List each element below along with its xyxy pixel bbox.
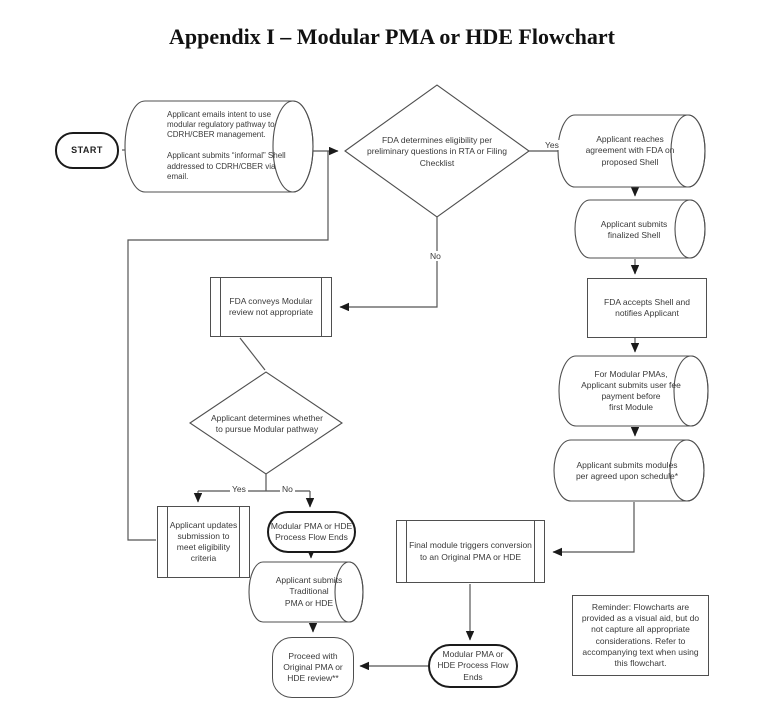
node-flow-ends-bottom: Modular PMA or HDE Process Flow Ends xyxy=(428,644,518,688)
cylinder-finalized-shell xyxy=(574,199,706,259)
cylinder-user-fee xyxy=(558,355,709,427)
node-updates-submission: Applicant updates submission to meet eli… xyxy=(157,506,250,578)
connectors xyxy=(122,145,640,671)
edge-label-no-pursue: No xyxy=(280,484,295,494)
edge-label-yes-pursue: Yes xyxy=(230,484,248,494)
connector-not-appropriate-to-pursue xyxy=(239,337,266,371)
node-final-module-text: Final module triggers conversion to an O… xyxy=(409,540,532,562)
predef-line-icon xyxy=(321,278,322,336)
node-fda-accepts: FDA accepts Shell and notifies Applicant xyxy=(587,278,707,338)
predef-line-icon xyxy=(220,278,221,336)
start-label: START xyxy=(71,144,103,155)
node-not-appropriate-text: FDA conveys Modular review not appropria… xyxy=(228,295,314,317)
node-pursue-decision-text: Applicant determines whether to pursue M… xyxy=(211,412,323,434)
node-reminder: Reminder: Flowcharts are provided as a v… xyxy=(572,595,709,676)
edge-label-yes-eligibility: Yes xyxy=(543,140,561,150)
cylinder-traditional xyxy=(248,561,364,623)
predef-line-icon xyxy=(406,521,407,582)
predef-line-icon xyxy=(167,507,168,577)
edge-label-no-eligibility: No xyxy=(428,251,443,261)
node-start: START xyxy=(55,132,119,169)
diamond-pursue-decision xyxy=(189,371,343,475)
node-eligibility-decision-text: FDA determines eligibility per prelimina… xyxy=(367,135,507,168)
node-traditional-text: Applicant submits Traditional PMA or HDE xyxy=(275,575,343,608)
node-final-module: Final module triggers conversion to an O… xyxy=(396,520,545,583)
predef-line-icon xyxy=(534,521,535,582)
cylinder-submit-modules xyxy=(553,439,705,502)
node-finalized-shell-text: Applicant submits finalized Shell xyxy=(600,218,668,240)
connector-modules-to-final-module xyxy=(552,502,635,557)
predef-line-icon xyxy=(239,507,240,577)
node-not-appropriate: FDA conveys Modular review not appropria… xyxy=(210,277,332,337)
node-user-fee-text: For Modular PMAs, Applicant submits user… xyxy=(581,368,681,413)
page-title: Appendix I – Modular PMA or HDE Flowchar… xyxy=(169,24,615,49)
connector-loopback-updates xyxy=(127,151,329,541)
node-email-intent-text: Applicant emails intent to use modular r… xyxy=(167,109,286,181)
node-reach-agreement-text: Applicant reaches agreement with FDA on … xyxy=(585,134,675,167)
diamond-eligibility-decision xyxy=(344,84,530,218)
node-flow-ends-mid: Modular PMA or HDE Process Flow Ends xyxy=(267,511,356,553)
node-proceed: Proceed with Original PMA or HDE review*… xyxy=(272,637,354,698)
node-submit-modules-text: Applicant submits modules per agreed upo… xyxy=(575,459,679,481)
connector-no-to-not-appropriate xyxy=(339,217,438,312)
cylinder-email-intent xyxy=(124,100,314,193)
cylinder-reach-agreement xyxy=(557,114,706,188)
node-updates-submission-text: Applicant updates submission to meet eli… xyxy=(169,519,238,564)
